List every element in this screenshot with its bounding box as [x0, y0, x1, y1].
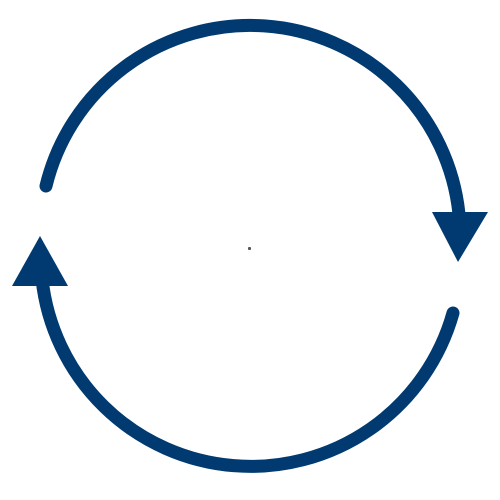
center-dot: [248, 247, 251, 250]
upper-arc-arrow-shaft: [39, 18, 466, 221]
left-up-arrowhead: [12, 236, 68, 286]
lower-arc-arrow-shaft: [35, 272, 460, 473]
right-down-arrowhead: [432, 212, 488, 262]
